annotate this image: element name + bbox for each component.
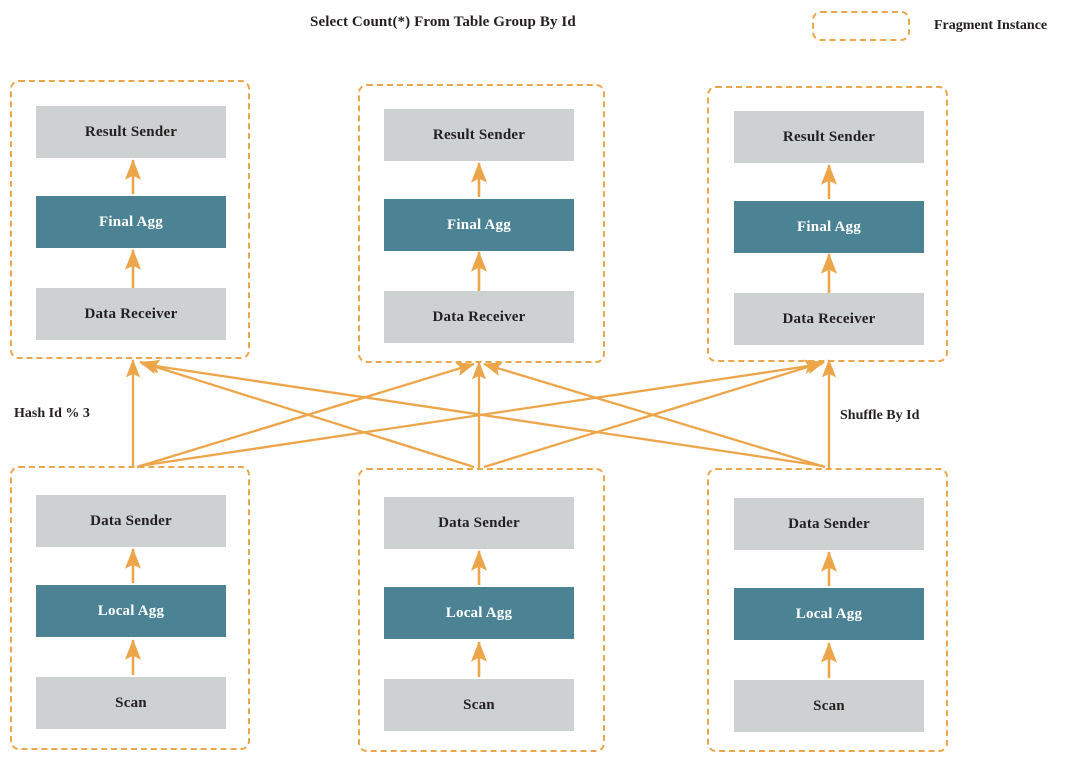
operator-local-agg-2[interactable]: Local Agg [384, 587, 574, 639]
operator-final-agg-1[interactable]: Final Agg [36, 196, 226, 248]
operator-scan-3[interactable]: Scan [734, 680, 924, 732]
page-title: Select Count(*) From Table Group By Id [310, 14, 576, 30]
operator-data-sender-1[interactable]: Data Sender [36, 495, 226, 547]
operator-local-agg-3[interactable]: Local Agg [734, 588, 924, 640]
operator-final-agg-2[interactable]: Final Agg [384, 199, 574, 251]
shuffle-edges [125, 359, 837, 469]
operator-data-receiver-1[interactable]: Data Receiver [36, 288, 226, 340]
operator-scan-2[interactable]: Scan [384, 679, 574, 731]
operator-data-receiver-3[interactable]: Data Receiver [734, 293, 924, 345]
fragment-upper-1[interactable] [10, 80, 250, 359]
operator-data-receiver-2[interactable]: Data Receiver [384, 291, 574, 343]
fragment-instance-swatch [812, 11, 910, 41]
operator-final-agg-3[interactable]: Final Agg [734, 201, 924, 253]
fragment-upper-3[interactable] [707, 86, 948, 362]
operator-result-sender-2[interactable]: Result Sender [384, 109, 574, 161]
operator-data-sender-3[interactable]: Data Sender [734, 498, 924, 550]
edge-label-left: Hash Id % 3 [14, 406, 90, 421]
operator-scan-1[interactable]: Scan [36, 677, 226, 729]
operator-local-agg-1[interactable]: Local Agg [36, 585, 226, 637]
fragment-lower-2[interactable] [358, 468, 605, 752]
fragment-lower-3[interactable] [707, 468, 948, 752]
operator-result-sender-1[interactable]: Result Sender [36, 106, 226, 158]
legend-label: Fragment Instance [934, 18, 1048, 33]
edge-label-right: Shuffle By Id [840, 408, 920, 423]
operator-data-sender-2[interactable]: Data Sender [384, 497, 574, 549]
operator-result-sender-3[interactable]: Result Sender [734, 111, 924, 163]
fragment-upper-2[interactable] [358, 84, 605, 363]
fragment-lower-1[interactable] [10, 466, 250, 750]
